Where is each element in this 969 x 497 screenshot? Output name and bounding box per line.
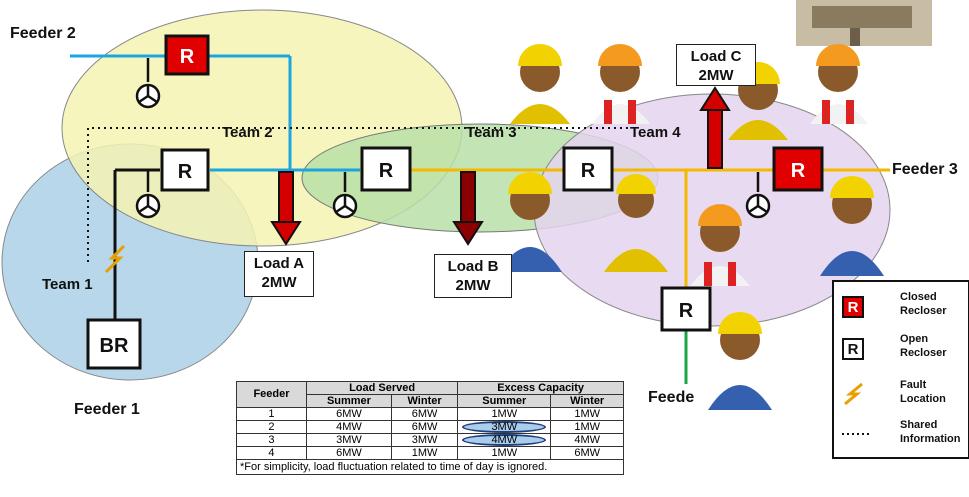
team-4-label: Team 4 bbox=[630, 124, 681, 141]
table-cell: 1MW bbox=[457, 407, 552, 421]
table-cell: 6MW bbox=[305, 446, 392, 460]
worker-icon bbox=[820, 176, 884, 276]
meter-icon bbox=[135, 58, 161, 109]
open-recloser-icon: R bbox=[842, 338, 864, 360]
table-cell: 6MW bbox=[305, 407, 392, 421]
table-note: *For simplicity, load fluctuation relate… bbox=[236, 460, 624, 475]
table-cell: 1MW bbox=[550, 407, 624, 421]
open-recloser-bottom[interactable]: R bbox=[660, 286, 712, 332]
table-cell-text: 3MW bbox=[491, 420, 518, 433]
svg-text:R: R bbox=[791, 160, 806, 182]
legend-fault-text: Fault Location bbox=[900, 379, 946, 405]
col-excess-winter: Winter bbox=[550, 394, 624, 408]
worker-icon bbox=[708, 312, 772, 410]
closed-recloser-right[interactable]: R bbox=[772, 146, 824, 192]
meter-icon bbox=[135, 170, 161, 219]
table-cell: 1MW bbox=[550, 420, 624, 434]
load-b-name: Load B bbox=[447, 258, 499, 275]
meter-icon bbox=[332, 172, 358, 219]
table-cell: 3MW bbox=[305, 433, 392, 447]
meter-icon bbox=[745, 172, 771, 219]
breaker-box[interactable]: BR bbox=[86, 318, 142, 370]
feeder-3-label: Feeder 3 bbox=[892, 161, 958, 178]
table-cell: 3MW bbox=[457, 420, 552, 434]
col-feeder: Feeder bbox=[236, 381, 307, 408]
team-3-label: Team 3 bbox=[466, 124, 517, 141]
legend-closed-text: Closed Recloser bbox=[900, 291, 947, 317]
open-recloser-middle[interactable]: R bbox=[360, 146, 412, 192]
group-load-served: Load Served bbox=[305, 381, 459, 395]
worker-icon bbox=[498, 172, 562, 272]
group-excess-capacity: Excess Capacity bbox=[457, 381, 624, 395]
table-cell: 6MW bbox=[550, 446, 624, 460]
worker-icon bbox=[690, 204, 750, 286]
worker-icon bbox=[810, 44, 868, 124]
table-cell: 6MW bbox=[390, 420, 459, 434]
team-2-label: Team 2 bbox=[222, 124, 273, 141]
table-cell: 2 bbox=[236, 420, 307, 434]
load-b-value: 2MW bbox=[455, 277, 491, 294]
table-cell: 4 bbox=[236, 446, 307, 460]
table-cell: 1MW bbox=[390, 446, 459, 460]
open-recloser-left[interactable]: R bbox=[160, 148, 210, 192]
col-excess-summer: Summer bbox=[457, 394, 552, 408]
svg-text:R: R bbox=[379, 160, 394, 182]
table-cell: 1MW bbox=[457, 446, 552, 460]
table-cell: 1 bbox=[236, 407, 307, 421]
legend-shared-text: Shared Information bbox=[900, 419, 961, 445]
capacity-table: Feeder Load Served Excess Capacity Summe… bbox=[236, 381, 624, 475]
legend-shared-information: Shared Information bbox=[842, 418, 966, 456]
load-a-value: 2MW bbox=[261, 274, 297, 291]
legend: R Closed Recloser R Open Recloser Fault … bbox=[832, 280, 969, 459]
svg-text:R: R bbox=[581, 160, 596, 182]
worker-icon bbox=[510, 44, 570, 124]
svg-text:BR: BR bbox=[100, 335, 129, 357]
feeder-1-label: Feeder 1 bbox=[74, 401, 140, 418]
svg-text:R: R bbox=[180, 46, 195, 68]
load-c-arrow bbox=[699, 86, 731, 169]
open-recloser-right[interactable]: R bbox=[562, 146, 614, 192]
worker-icon bbox=[592, 44, 650, 124]
svg-text:R: R bbox=[178, 161, 193, 183]
table-cell: 4MW bbox=[305, 420, 392, 434]
load-b-box: Load B 2MW bbox=[434, 254, 512, 298]
table-cell: 3MW bbox=[390, 433, 459, 447]
table-cell: 4MW bbox=[457, 433, 552, 447]
team-1-label: Team 1 bbox=[42, 276, 93, 293]
feeder-2-label: Feeder 2 bbox=[10, 25, 76, 42]
load-b-arrow bbox=[452, 171, 484, 246]
highlight-oval bbox=[462, 421, 547, 433]
fault-icon bbox=[844, 382, 863, 406]
load-c-box: Load C 2MW bbox=[676, 44, 756, 86]
feeder-4-label: Feede bbox=[648, 389, 694, 406]
table-cell: 6MW bbox=[390, 407, 459, 421]
legend-open-recloser: R Open Recloser bbox=[842, 332, 966, 370]
table-cell: 3 bbox=[236, 433, 307, 447]
worker-icon bbox=[604, 174, 668, 272]
highlight-oval bbox=[462, 434, 547, 446]
load-a-box: Load A 2MW bbox=[244, 251, 314, 297]
closed-recloser-icon: R bbox=[842, 296, 864, 318]
load-c-name: Load C bbox=[690, 48, 742, 65]
legend-fault-location: Fault Location bbox=[842, 378, 966, 416]
shared-information-line bbox=[87, 127, 630, 262]
svg-text:R: R bbox=[679, 300, 694, 322]
table-cell-text: 4MW bbox=[491, 433, 518, 446]
legend-closed-recloser: R Closed Recloser bbox=[842, 290, 966, 328]
closed-recloser-top[interactable]: R bbox=[164, 34, 210, 76]
dotted-line-icon bbox=[842, 433, 870, 435]
legend-open-text: Open Recloser bbox=[900, 333, 947, 359]
col-load-winter: Winter bbox=[390, 394, 459, 408]
load-c-value: 2MW bbox=[698, 67, 734, 84]
fault-location-icon bbox=[104, 244, 126, 274]
col-load-summer: Summer bbox=[305, 394, 392, 408]
load-a-arrow bbox=[270, 171, 302, 246]
table-cell: 4MW bbox=[550, 433, 624, 447]
load-a-name: Load A bbox=[253, 255, 305, 272]
